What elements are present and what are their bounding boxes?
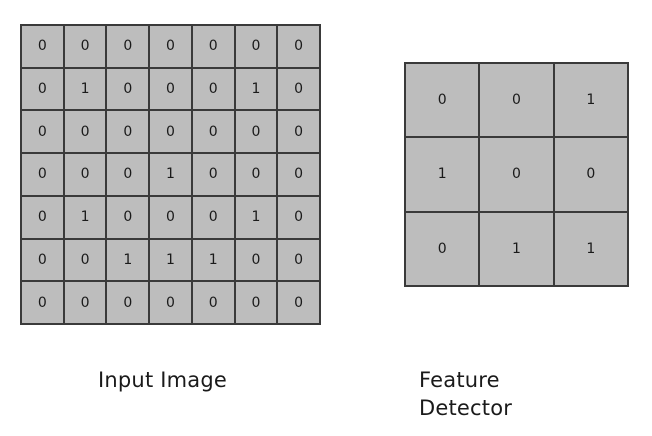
- feature-detector-cell: 0: [405, 63, 480, 138]
- input-image-cell: 1: [191, 238, 235, 282]
- input-image-cell: 0: [149, 195, 192, 239]
- input-image-cell: 1: [234, 195, 278, 239]
- input-image-cell: 0: [277, 153, 320, 196]
- input-image-cell: 1: [106, 238, 150, 282]
- input-image-cell: 0: [63, 281, 107, 324]
- feature-detector-caption: Feature Detector: [419, 366, 512, 422]
- input-image-cell: 0: [277, 25, 320, 68]
- input-image-cell: 0: [21, 153, 64, 196]
- input-image-cell: 0: [21, 67, 64, 111]
- input-image-cell: 0: [106, 281, 150, 324]
- input-image-cell: 0: [234, 281, 278, 324]
- input-image-cell: 0: [149, 110, 192, 154]
- input-image-cell: 1: [149, 238, 192, 282]
- input-image-cell: 0: [63, 153, 107, 196]
- input-image-cell: 0: [106, 67, 150, 111]
- feature-detector-cell: 1: [479, 211, 554, 286]
- feature-detector-cell: 0: [553, 137, 628, 212]
- feature-detector-cell: 1: [553, 63, 628, 138]
- feature-detector-cell: 0: [479, 137, 554, 212]
- input-image-cell: 0: [191, 67, 235, 111]
- input-image-cell: 0: [191, 25, 235, 68]
- input-image-cell: 0: [106, 195, 150, 239]
- input-image-cell: 0: [63, 25, 107, 68]
- input-image-cell: 0: [234, 153, 278, 196]
- feature-detector-cell: 1: [405, 137, 480, 212]
- feature-detector-cell: 0: [479, 63, 554, 138]
- input-image-cell: 0: [234, 25, 278, 68]
- input-image-cell: 0: [21, 281, 64, 324]
- input-image-cell: 0: [106, 153, 150, 196]
- input-image-cell: 0: [277, 67, 320, 111]
- input-image-cell: 0: [277, 281, 320, 324]
- input-image-cell: 0: [191, 110, 235, 154]
- input-image-cell: 0: [21, 195, 64, 239]
- input-image-cell: 1: [234, 67, 278, 111]
- input-image-cell: 1: [63, 195, 107, 239]
- feature-detector-cell: 0: [405, 211, 480, 286]
- input-image-cell: 0: [149, 281, 192, 324]
- input-image-cell: 0: [234, 238, 278, 282]
- input-image-cell: 0: [277, 110, 320, 154]
- input-image-cell: 0: [234, 110, 278, 154]
- input-image-cell: 0: [191, 153, 235, 196]
- input-image-cell: 0: [277, 238, 320, 282]
- input-image-cell: 0: [63, 238, 107, 282]
- input-image-cell: 0: [21, 25, 64, 68]
- input-image-cell: 1: [63, 67, 107, 111]
- feature-detector-caption-line2: Detector: [419, 396, 513, 420]
- input-image-cell: 0: [106, 25, 150, 68]
- input-image-cell: 0: [21, 238, 64, 282]
- input-image-cell: 0: [191, 195, 235, 239]
- input-image-caption: Input Image: [98, 368, 228, 392]
- input-image-cell: 0: [149, 67, 192, 111]
- input-image-cell: 0: [63, 110, 107, 154]
- input-image-cell: 0: [277, 195, 320, 239]
- input-image-cell: 0: [106, 110, 150, 154]
- input-image-cell: 0: [21, 110, 64, 154]
- feature-detector-cell: 1: [553, 211, 628, 286]
- feature-detector-caption-line1: Feature: [419, 368, 500, 392]
- input-image-cell: 0: [191, 281, 235, 324]
- input-image-cell: 1: [149, 153, 192, 196]
- input-image-cell: 0: [149, 25, 192, 68]
